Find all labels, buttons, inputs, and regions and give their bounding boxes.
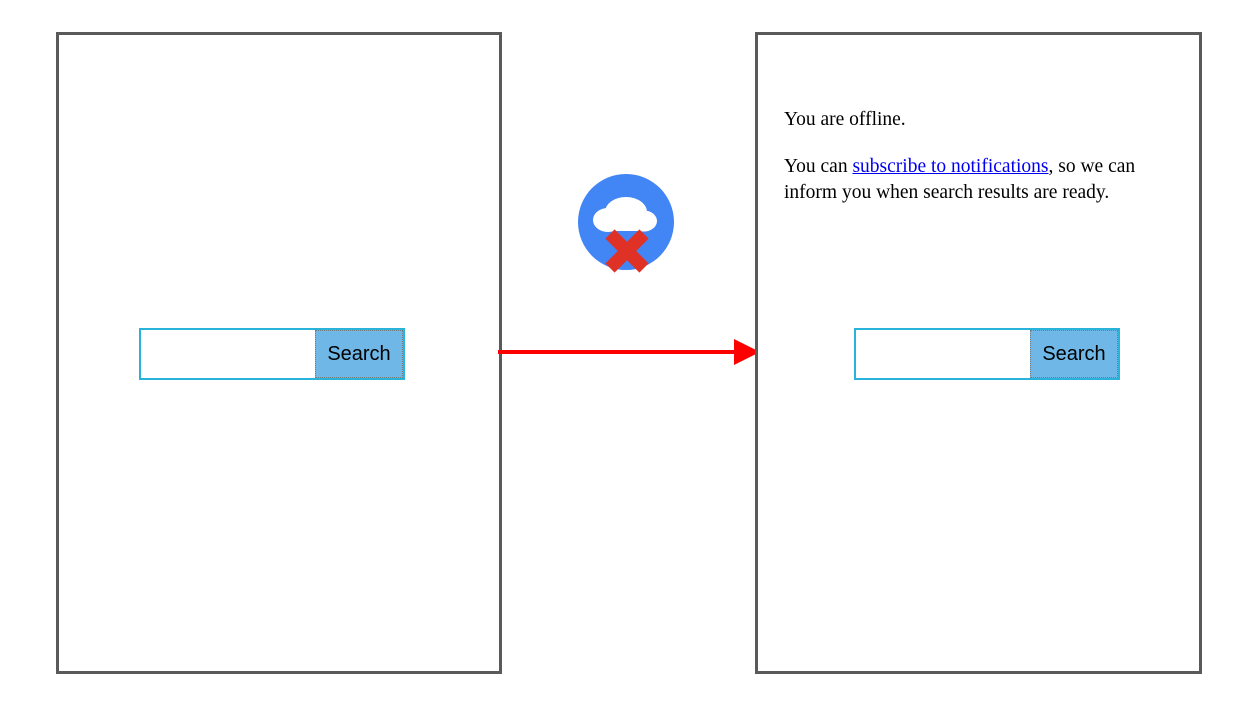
offline-state-panel: You are offline. You can subscribe to no…	[755, 32, 1202, 674]
search-button-offline[interactable]: Search	[1030, 330, 1118, 378]
offline-status-text: You are offline.	[784, 109, 906, 130]
search-widget-online: Search	[139, 328, 405, 380]
search-input-online[interactable]	[141, 330, 315, 378]
search-input-offline[interactable]	[856, 330, 1030, 378]
search-button-online[interactable]: Search	[315, 330, 403, 378]
subscribe-message-text: You can subscribe to notifications, so w…	[784, 154, 1176, 206]
subscribe-prefix-text: You can	[784, 156, 853, 177]
search-widget-offline: Search	[854, 328, 1120, 380]
subscribe-suffix-text: , so we can inform you when search resul…	[784, 156, 1136, 203]
offline-message-block: You are offline. You can subscribe to no…	[784, 107, 1176, 206]
cloud-offline-icon	[578, 174, 674, 273]
right-arrow-icon	[498, 336, 760, 368]
online-state-panel: Search	[56, 32, 502, 674]
subscribe-to-notifications-link[interactable]: subscribe to notifications	[852, 156, 1049, 177]
